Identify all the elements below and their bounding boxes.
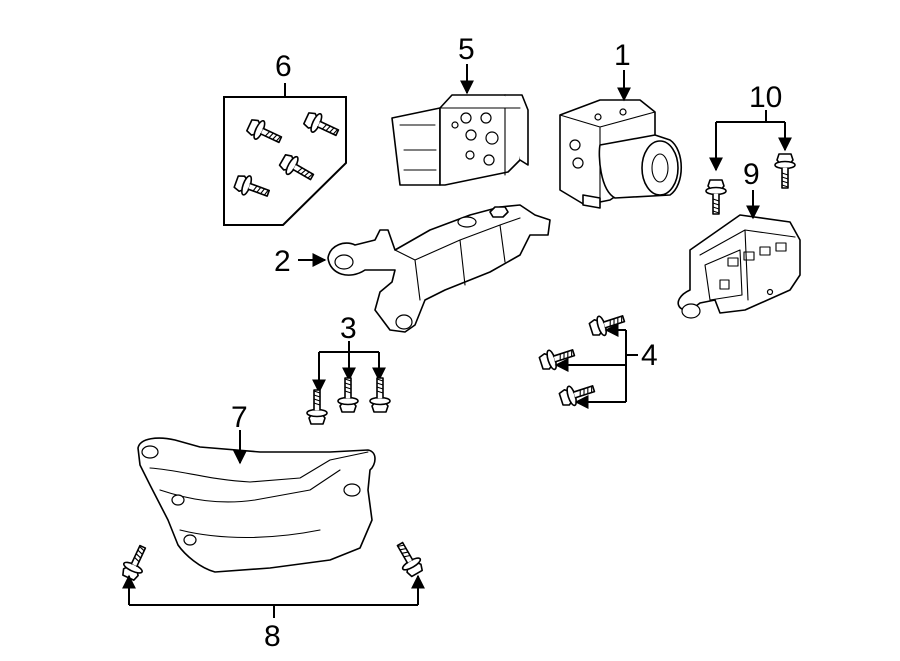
kit-bolt-icon [244, 115, 286, 150]
sensor-bolt-icon[interactable] [774, 153, 796, 189]
shield-bolt-icon[interactable] [390, 538, 427, 580]
abs-modulator-5[interactable] [391, 94, 529, 186]
callout-3: 3 [340, 312, 357, 345]
bracket-bolt-icon[interactable] [337, 377, 359, 413]
bracket-bolt-icon[interactable] [369, 377, 391, 413]
kit-bolt-icon [232, 171, 273, 204]
bolt-kit-box[interactable] [223, 83, 347, 226]
sensor-bolt-icon[interactable] [705, 179, 727, 215]
mounting-bracket-2[interactable] [327, 204, 551, 333]
modulator-bolt-icon[interactable] [587, 308, 628, 340]
kit-bolt-icon [301, 108, 343, 143]
callout-5: 5 [458, 33, 475, 66]
kit-bolt-icon [276, 150, 318, 187]
callout-8: 8 [264, 620, 281, 653]
modulator-bolt-icon[interactable] [557, 378, 598, 410]
callout-10: 10 [749, 81, 782, 114]
callout-4: 4 [641, 339, 658, 372]
callout-7: 7 [231, 401, 248, 434]
callout-9: 9 [743, 158, 760, 191]
bracket-bolt-icon[interactable] [306, 389, 328, 425]
callout-6: 6 [275, 50, 292, 83]
abs-modulator-assembly-1[interactable] [559, 99, 682, 209]
shield-bolt-icon[interactable] [118, 541, 153, 583]
callout-2: 2 [274, 245, 291, 278]
heat-shield-7[interactable] [137, 437, 376, 573]
callout-1: 1 [614, 39, 631, 72]
modulator-bolt-icon[interactable] [537, 342, 578, 374]
yaw-rate-sensor-9[interactable] [677, 214, 801, 319]
